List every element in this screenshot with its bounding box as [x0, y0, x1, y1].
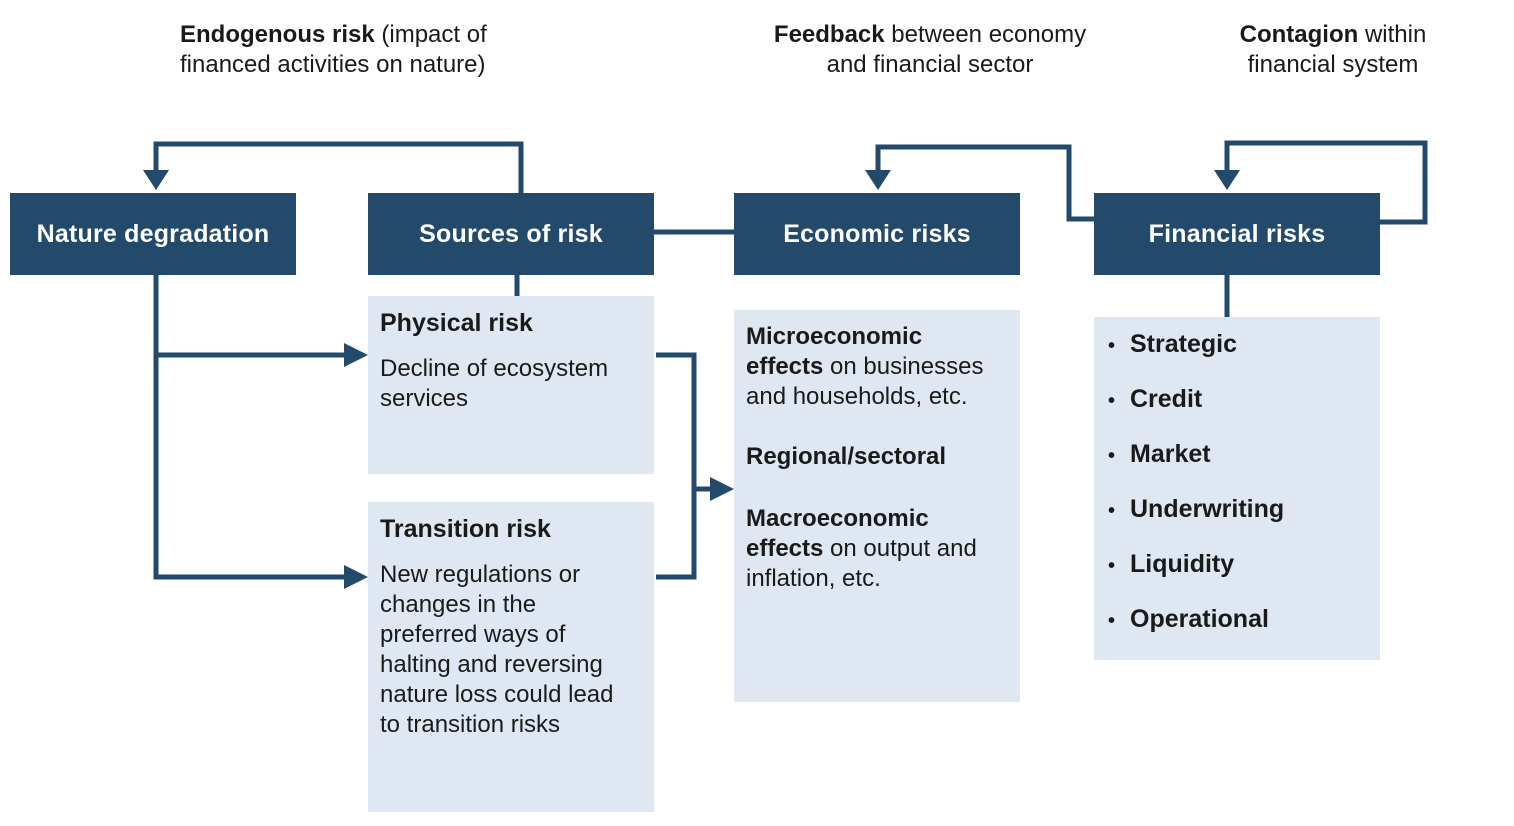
physical-risk-line1: Decline of ecosystem	[380, 355, 609, 382]
caption-endogenous-line2: financed activities on nature)	[180, 51, 486, 78]
financial-risk-label: Underwriting	[1130, 495, 1285, 523]
financial-risk-item: • Market	[1108, 439, 1211, 471]
transition-risk-line: halting and reversing	[380, 651, 603, 678]
financial-risk-label: Credit	[1130, 385, 1203, 413]
bullet-icon: •	[1108, 335, 1116, 357]
micro-rest2: on businesses	[823, 353, 984, 380]
caption-feedback-rest: between economy	[884, 21, 1087, 48]
financial-risks-label: Financial risks	[1148, 219, 1326, 248]
nature-degradation-box: Nature degradation	[10, 193, 296, 275]
bullet-icon: •	[1108, 390, 1116, 412]
micro-bold2: effects	[746, 353, 824, 380]
financial-risk-item: • Liquidity	[1108, 549, 1234, 581]
transition-risk-line: nature loss could lead	[380, 681, 614, 708]
financial-risk-label: Liquidity	[1130, 550, 1235, 578]
micro-bold1: Microeconomic	[746, 323, 923, 350]
financial-risk-item: • Credit	[1108, 384, 1202, 416]
economic-risks-label: Economic risks	[783, 219, 971, 248]
economic-risks-panel: Microeconomic effects on businesses and …	[734, 310, 1020, 702]
macro-bold1: Macroeconomic	[746, 505, 929, 532]
macro-rest2: on output and	[823, 535, 977, 562]
caption-contagion-bold: Contagion	[1239, 21, 1359, 48]
financial-risk-label: Strategic	[1130, 330, 1237, 358]
financial-risk-label: Market	[1130, 440, 1211, 468]
physical-risk-panel: Physical risk Decline of ecosystem servi…	[368, 296, 654, 474]
caption-endogenous-bold: Endogenous risk	[180, 21, 375, 48]
caption-contagion-rest: within	[1358, 21, 1427, 48]
transition-risk-line: changes in the	[380, 591, 537, 618]
bullet-icon: •	[1108, 610, 1116, 632]
economic-risks-box: Economic risks	[734, 193, 1020, 275]
micro-effects: Microeconomic effects on businesses and …	[746, 322, 1008, 412]
physical-risk-title: Physical risk	[380, 309, 533, 337]
caption-feedback-bold: Feedback	[773, 21, 885, 48]
financial-risk-label: Operational	[1130, 605, 1269, 633]
merge-line	[656, 352, 697, 580]
transition-risk-line: New regulations or	[380, 561, 581, 588]
caption-endogenous-risk: Endogenous risk (impact of financed acti…	[180, 20, 487, 80]
financial-risk-item: • Operational	[1108, 604, 1269, 636]
arrowhead-icon	[1214, 170, 1240, 190]
nature-degradation-label: Nature degradation	[36, 219, 270, 248]
financial-risks-box: Financial risks	[1094, 193, 1380, 275]
nature-branch-line	[153, 275, 346, 580]
arrowhead-icon	[710, 477, 734, 501]
endogenous-loop-line	[153, 141, 524, 194]
bullet-icon: •	[1108, 445, 1116, 467]
macro-bold2: effects	[746, 535, 824, 562]
transition-risk-panel: Transition risk New regulations or chang…	[368, 502, 654, 812]
financial-risk-item: • Underwriting	[1108, 494, 1284, 526]
caption-contagion-line2: financial system	[1247, 51, 1419, 78]
transition-risk-title: Transition risk	[380, 515, 551, 543]
financial-risks-panel: • Strategic • Credit • Market • Underwriting…	[1094, 317, 1380, 660]
micro-line3: and households, etc.	[746, 383, 968, 410]
financial-risk-item: • Strategic	[1108, 329, 1237, 361]
sources-of-risk-label: Sources of risk	[419, 219, 603, 248]
arrowhead-icon	[344, 565, 368, 589]
caption-feedback-line2: and financial sector	[826, 51, 1034, 78]
caption-endogenous-rest: (impact of	[374, 21, 487, 48]
arrowhead-icon	[865, 170, 891, 190]
arrowhead-icon	[344, 343, 368, 367]
caption-feedback: Feedback between economy and financial s…	[760, 20, 1100, 80]
physical-risk-line2: services	[380, 385, 469, 412]
transition-risk-line: preferred ways of	[380, 621, 566, 648]
bullet-icon: •	[1108, 500, 1116, 522]
arrowhead-icon	[143, 170, 169, 190]
contagion-loop-line	[1224, 140, 1428, 225]
macro-effects: Macroeconomic effects on output and infl…	[746, 504, 1008, 594]
regional-sectoral: Regional/sectoral	[746, 443, 947, 470]
transition-risk-line: to transition risks	[380, 711, 561, 738]
sources-of-risk-box: Sources of risk	[368, 193, 654, 275]
bullet-icon: •	[1108, 555, 1116, 577]
caption-contagion: Contagion within financial system	[1228, 20, 1438, 80]
macro-line3: inflation, etc.	[746, 565, 881, 592]
feedback-loop-line	[875, 144, 1094, 222]
